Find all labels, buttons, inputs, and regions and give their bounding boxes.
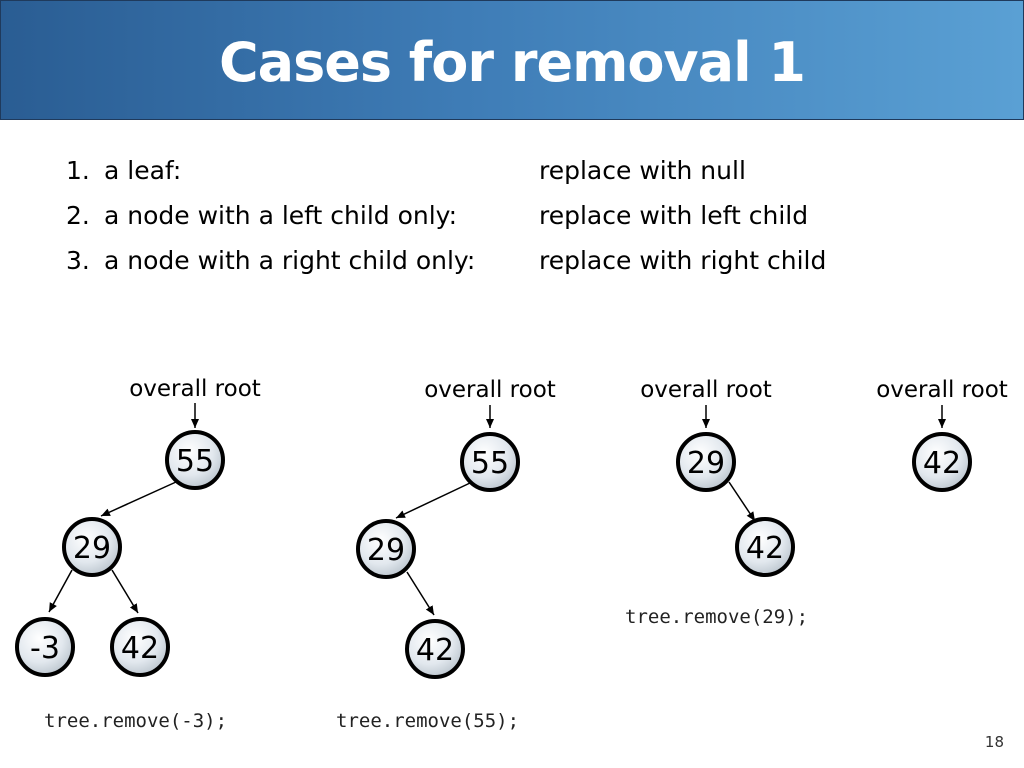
code-caption: tree.remove(29); <box>625 606 809 628</box>
case-description: a node with a left child only: <box>104 201 458 230</box>
tree-node: 29 <box>676 432 736 492</box>
node-value: 55 <box>471 446 509 481</box>
tree-node: 55 <box>165 430 225 490</box>
case-action: replace with right child <box>539 246 827 275</box>
node-value: 29 <box>367 533 405 568</box>
overall-root-label: overall root <box>129 376 261 402</box>
case-number: 3. <box>66 246 90 275</box>
tree-edge <box>48 569 73 613</box>
overall-root-label: overall root <box>640 377 772 403</box>
overall-root-label: overall root <box>876 377 1008 403</box>
node-value: 42 <box>923 446 961 481</box>
tree-2: overall root 55 29 42 <box>356 377 556 679</box>
case-action: replace with left child <box>539 201 809 230</box>
tree-node: 42 <box>110 617 170 677</box>
node-value: 42 <box>416 633 454 668</box>
tree-node: -3 <box>15 617 75 677</box>
tree-node: 42 <box>735 517 795 577</box>
tree-4: overall root 42 <box>876 377 1008 492</box>
node-value: 42 <box>746 531 784 566</box>
case-action: replace with null <box>539 156 746 185</box>
code-caption: tree.remove(55); <box>336 710 520 732</box>
tree-edge <box>406 571 435 616</box>
tree-edge <box>100 481 177 517</box>
title-bar <box>0 0 1024 120</box>
case-description: a node with a right child only: <box>104 246 476 275</box>
overall-root-label: overall root <box>424 377 556 403</box>
tree-3: overall root 29 42 <box>640 377 795 577</box>
tree-edge <box>111 569 139 614</box>
node-value: 55 <box>176 444 214 479</box>
tree-node: 42 <box>912 432 972 492</box>
case-description: a leaf: <box>104 156 182 185</box>
slide-title: Cases for removal 1 <box>219 31 806 94</box>
tree-1: overall root 55 29 -3 42 <box>15 376 261 677</box>
page-number: 18 <box>984 733 1004 751</box>
tree-node: 29 <box>62 517 122 577</box>
code-caption: tree.remove(-3); <box>44 710 228 732</box>
tree-edge <box>728 481 756 522</box>
case-number: 2. <box>66 201 90 230</box>
node-value: 29 <box>73 531 111 566</box>
node-value: 42 <box>121 631 159 666</box>
node-value: 29 <box>687 446 725 481</box>
case-number: 1. <box>66 156 90 185</box>
tree-node: 42 <box>405 619 465 679</box>
tree-node: 55 <box>460 432 520 492</box>
tree-edge <box>395 482 471 519</box>
node-value: -3 <box>30 631 60 666</box>
tree-node: 29 <box>356 519 416 579</box>
